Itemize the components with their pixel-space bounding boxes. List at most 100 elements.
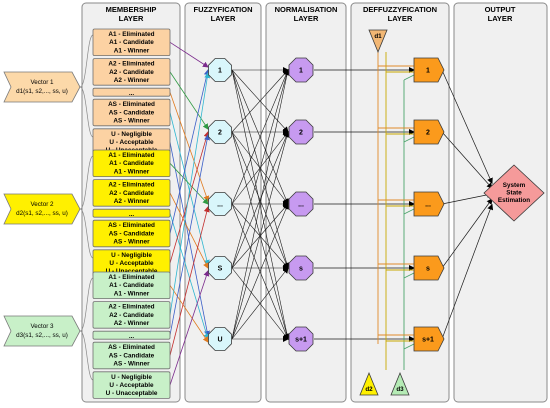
membership-box-label: U - Acceptable — [109, 139, 154, 146]
d3-branch — [403, 272, 415, 279]
defuzz-node-label: 1 — [426, 68, 430, 75]
fuzzyfication-layer-title: FUZZYFICATION — [193, 5, 252, 14]
membership-arrow — [169, 69, 210, 234]
triangle-d2 — [359, 371, 379, 396]
defuzz-node — [413, 57, 445, 83]
membership-box-label: ... — [129, 211, 135, 218]
membership-arrow — [169, 112, 210, 266]
norm-node-label: ... — [298, 202, 304, 209]
membership-box-label: U - Unacceptable — [106, 390, 158, 397]
input-vectors: Vector 1d1(s1, s2,..., ss, u)Vector 2d2(… — [3, 34, 94, 381]
fuzzy-node-label: U — [217, 337, 222, 344]
defuzz-nodes: 12...ss+1 — [413, 57, 445, 352]
membership-box-label: A2 - Candidate — [109, 312, 154, 319]
membership-box — [92, 330, 171, 340]
defuzz-feedback-lines — [377, 50, 415, 370]
mesh-arrow — [231, 69, 290, 269]
d3-branch — [403, 74, 415, 81]
membership-box-label: A2 - Eliminated — [108, 304, 154, 311]
vector-2-subtitle: d2(s1, s2,..., ss, u) — [16, 210, 68, 217]
membership-box-label: AS - Candidate — [109, 352, 155, 359]
defuzz-to-output-arrow — [441, 203, 494, 340]
membership-box-label: A1 - Candidate — [109, 160, 154, 167]
triangle-label: d3 — [396, 386, 404, 393]
membership-box-label: ... — [129, 90, 135, 97]
membership-box — [92, 28, 171, 57]
norm-node — [288, 191, 314, 217]
norm-node-label: s+1 — [295, 337, 307, 344]
mesh-arrow — [231, 69, 289, 205]
membership-arrow — [169, 71, 209, 130]
defuzz-to-output-arrow — [441, 69, 493, 185]
membership-arrow — [169, 131, 210, 264]
d3-branch — [403, 136, 415, 143]
membership-box-label: ... — [129, 333, 135, 340]
fuzzy-node-label: ... — [217, 202, 223, 209]
vector-1-shape — [3, 71, 81, 103]
membership-box-label: A2 - Winner — [114, 77, 150, 84]
membership-box-label: A2 - Eliminated — [108, 182, 154, 189]
vector-connector — [79, 34, 94, 88]
fuzzy-node — [208, 120, 232, 144]
vector-1-subtitle: d1(s1, s2,..., ss, u) — [16, 88, 68, 95]
mesh-arrow — [231, 203, 289, 340]
membership-box-label: AS - Eliminated — [108, 101, 155, 108]
membership-arrow — [169, 142, 210, 337]
membership-box — [92, 179, 171, 207]
fuzzy-node — [208, 58, 232, 82]
membership-box-label: A2 - Eliminated — [108, 61, 154, 68]
vector-2-shape — [3, 193, 81, 225]
norm-nodes: 12...ss+1 — [288, 57, 314, 352]
d3-branch — [403, 343, 415, 350]
fuzzyfication-layer-subtitle: LAYER — [211, 14, 236, 23]
defuzz-node-label: ... — [425, 202, 431, 209]
mesh-arrow — [231, 69, 290, 340]
membership-box — [92, 301, 171, 329]
output-label: State — [506, 190, 522, 197]
defuzz-node-label: s — [426, 266, 430, 273]
deffuzzyfication-layer-subtitle: LAYER — [388, 14, 413, 23]
vector-connector — [79, 208, 94, 259]
membership-box-label: AS - Eliminated — [108, 344, 155, 351]
vector-connector — [79, 155, 94, 210]
defuzz-to-output-arrow — [441, 191, 493, 205]
membership-box-label: U - Acceptable — [109, 382, 154, 389]
vector-2-title: Vector 2 — [30, 201, 54, 208]
fuzzy-node — [208, 192, 232, 216]
defuzz-node — [413, 326, 445, 352]
fuzzy-node — [208, 256, 232, 280]
fuzzy-node — [208, 327, 232, 351]
membership-box-label: A1 - Winner — [114, 47, 150, 54]
mesh-arrow — [231, 69, 289, 133]
defuzz-to-output-arrow — [441, 131, 493, 189]
membership-box — [92, 341, 171, 370]
normalisation-layer-subtitle: LAYER — [294, 14, 319, 23]
output-layer-subtitle: LAYER — [488, 14, 513, 23]
membership-box-label: A1 - Eliminated — [108, 274, 154, 281]
membership-arrow — [169, 206, 210, 356]
membership-box-label: A1 - Eliminated — [108, 152, 154, 159]
mesh-arrow — [231, 131, 289, 269]
fuzzy-nodes: 12...SU — [208, 58, 232, 351]
membership-box-label: A1 - Candidate — [109, 282, 154, 289]
mesh-arrow — [231, 131, 290, 340]
membership-box-label: AS - Eliminated — [108, 222, 155, 229]
membership-box — [92, 58, 171, 86]
membership-box-label: U - Negligible — [111, 131, 152, 138]
membership-box-label: U - Negligible — [111, 374, 152, 381]
vector-connector — [79, 330, 94, 381]
membership-layer-title: MEMBERSHIP — [106, 5, 157, 14]
membership-box-label: A2 - Candidate — [109, 69, 154, 76]
membership-box-label: A2 - Winner — [114, 198, 150, 205]
membership-box — [92, 219, 171, 248]
triangle-d3 — [390, 371, 410, 396]
norm-node-label: 1 — [299, 68, 303, 75]
membership-arrow — [169, 41, 209, 68]
norm-node-label: s — [299, 266, 303, 273]
membership-box — [92, 271, 171, 300]
norm-node — [288, 255, 314, 281]
